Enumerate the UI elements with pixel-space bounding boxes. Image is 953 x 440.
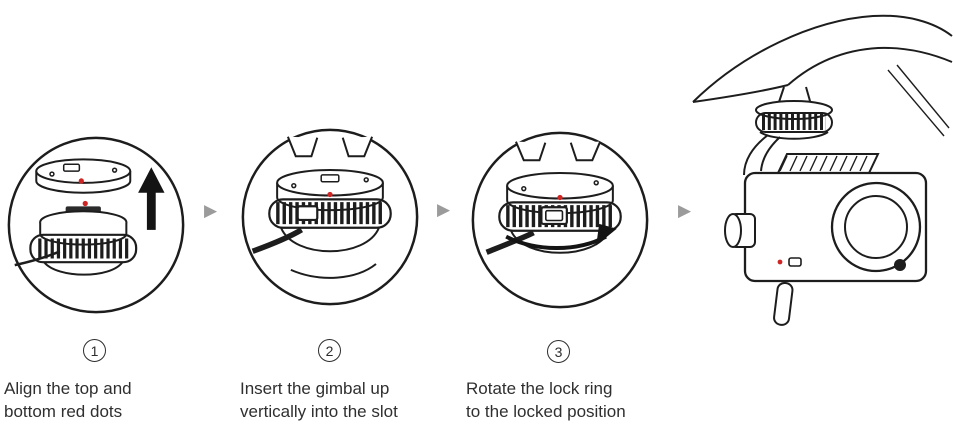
antenna-line xyxy=(888,70,944,136)
step3-caption: Rotate the lock ring to the locked posit… xyxy=(466,377,686,423)
step1-number-badge: 1 xyxy=(83,339,106,362)
aircraft-gimbal-port xyxy=(36,159,130,192)
caption-line: Rotate the lock ring xyxy=(466,379,613,398)
red-dot xyxy=(557,194,563,201)
step2-caption: Insert the gimbal up vertically into the… xyxy=(240,377,450,423)
rotation-arrow-icon xyxy=(506,223,617,248)
caption-line: bottom red dots xyxy=(4,402,123,421)
caption-line: to the locked position xyxy=(466,402,626,421)
drone-arm xyxy=(693,16,952,136)
lens-indicator xyxy=(894,259,906,271)
gimbal-arm xyxy=(761,137,780,171)
step1-number: 1 xyxy=(90,342,99,359)
side-lens-cap xyxy=(725,214,741,247)
antenna-line xyxy=(897,65,949,128)
step3-number: 3 xyxy=(554,343,563,360)
mount-prongs xyxy=(288,137,372,157)
red-dot xyxy=(777,259,783,265)
camera-heatsink xyxy=(778,154,878,173)
lock-ring xyxy=(269,199,390,227)
lock-ring xyxy=(756,113,832,132)
lock-ring xyxy=(30,235,136,262)
lock-button xyxy=(298,206,318,220)
camera-body xyxy=(725,173,926,326)
camera-lens-inner xyxy=(845,196,907,258)
antenna-stub xyxy=(773,282,793,326)
body-port xyxy=(789,258,801,266)
step2-number: 2 xyxy=(325,342,334,359)
caption-line: vertically into the slot xyxy=(240,402,398,421)
gimbal-cable xyxy=(15,251,60,265)
red-dot-bottom xyxy=(82,200,88,207)
gimbal-mount xyxy=(744,101,832,175)
caption-line: Insert the gimbal up xyxy=(240,379,390,398)
gimbal-connector xyxy=(30,206,136,274)
lock-ring xyxy=(499,202,620,230)
step2-illustration xyxy=(237,124,423,310)
arrow-right-icon: ▶ xyxy=(437,200,451,220)
step3-illustration xyxy=(467,127,653,313)
step2-number-badge: 2 xyxy=(318,339,341,362)
step1-illustration xyxy=(3,132,189,318)
mount-prongs xyxy=(516,142,600,161)
red-dot xyxy=(327,191,333,198)
step3-number-badge: 3 xyxy=(547,340,570,363)
caption-line: Align the top and xyxy=(4,379,132,398)
arrow-right-icon: ▶ xyxy=(678,201,692,221)
red-dot-top xyxy=(78,178,84,184)
gimbal-arm xyxy=(744,135,768,175)
arrow-right-icon: ▶ xyxy=(204,201,218,221)
up-arrow-icon xyxy=(138,167,165,230)
step1-caption: Align the top and bottom red dots xyxy=(4,377,204,423)
drone-illustration xyxy=(688,5,953,340)
gimbal-arm xyxy=(253,230,302,252)
